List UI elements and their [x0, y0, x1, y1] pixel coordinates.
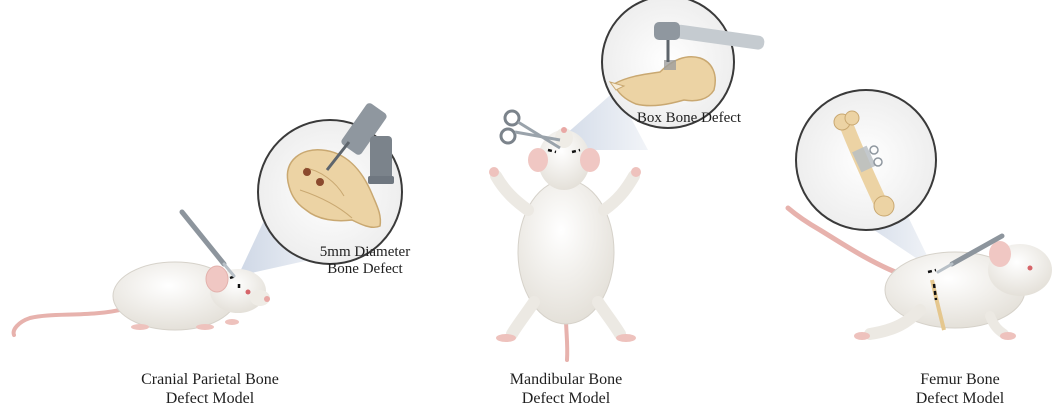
mouse-nose — [264, 296, 270, 302]
mouse-paw — [631, 167, 641, 177]
mouse-foot — [131, 324, 149, 330]
cranial-caption-line1: Cranial Parietal Bone — [110, 370, 310, 389]
mandibular-caption-line2: Defect Model — [466, 389, 666, 408]
mouse-foot — [225, 319, 239, 325]
mouse-foot — [1000, 332, 1016, 340]
cranial-callout-label: 5mm Diameter Bone Defect — [300, 244, 430, 278]
mouse-ear — [580, 148, 600, 172]
femur-caption-line2: Defect Model — [870, 389, 1050, 408]
mouse-tail — [14, 308, 128, 335]
mouse-foot — [616, 334, 636, 342]
mandibular-caption-line1: Mandibular Bone — [466, 370, 666, 389]
cranial-callout-line2: Bone Defect — [300, 261, 430, 278]
cranial-panel — [14, 102, 402, 335]
mandibular-panel — [489, 0, 765, 360]
mouse-leg — [512, 302, 534, 334]
mouse-nose — [561, 127, 567, 133]
mandibular-callout-label: Box Bone Defect — [624, 110, 754, 127]
cranial-caption: Cranial Parietal Bone Defect Model — [110, 370, 310, 408]
mouse-leg — [598, 302, 620, 334]
mouse-foot — [496, 334, 516, 342]
cranial-caption-line2: Defect Model — [110, 389, 310, 408]
mandibular-callout-line1: Box Bone Defect — [637, 110, 741, 126]
mouse-arm — [496, 176, 528, 210]
mouse-leg — [870, 310, 920, 334]
mouse-arm — [604, 176, 634, 210]
mouse-foot — [854, 332, 870, 340]
mouse-eye — [1028, 266, 1033, 271]
mouse-ear — [206, 266, 228, 292]
mouse-eye — [246, 290, 251, 295]
femur-panel — [788, 90, 1052, 340]
scissors-icon — [501, 111, 560, 148]
mouse-ear — [989, 241, 1011, 267]
mouse-paw — [489, 167, 499, 177]
femur-caption: Femur Bone Defect Model — [870, 370, 1050, 408]
femur-caption-line1: Femur Bone — [870, 370, 1050, 389]
mouse-foot — [196, 324, 214, 330]
cranial-callout-line1: 5mm Diameter — [300, 244, 430, 261]
mandibular-caption: Mandibular Bone Defect Model — [466, 370, 666, 408]
mouse-ear — [528, 148, 548, 172]
